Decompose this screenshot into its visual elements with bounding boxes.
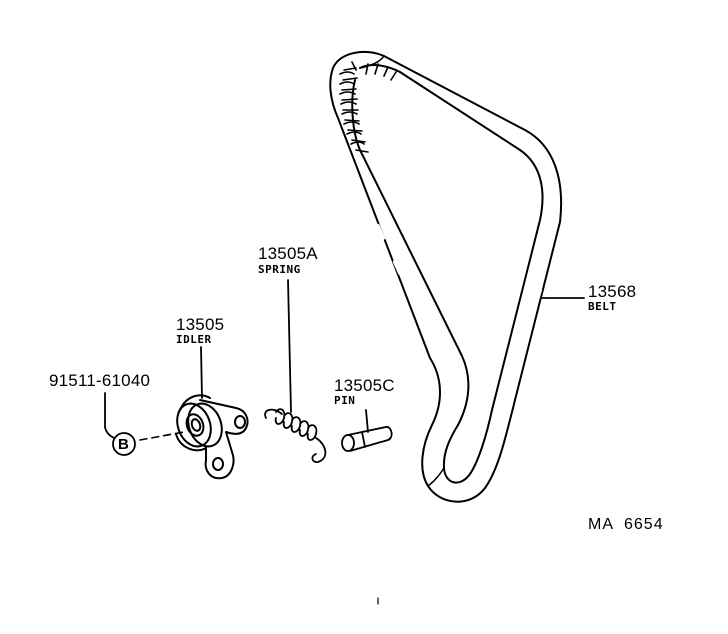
pin-part-name: PIN <box>334 394 356 407</box>
idler-part-name: IDLER <box>176 333 212 346</box>
belt-bend-line <box>427 467 445 487</box>
bolt-part-number: 91511-61040 <box>49 371 151 390</box>
pin-part <box>341 426 393 452</box>
belt-break-marks <box>376 115 542 354</box>
diagram-code: MA 6654 <box>588 516 664 533</box>
idler-bore <box>190 418 202 432</box>
spring-part-number: 13505A <box>258 244 318 263</box>
tension-spring <box>264 408 327 463</box>
idler-pulley <box>175 394 249 480</box>
idler-pulley-face <box>176 402 212 448</box>
bolt-dashed-line <box>139 431 185 441</box>
belt-part-name: BELT <box>588 300 617 313</box>
belt-teeth <box>339 61 397 153</box>
timing-belt <box>329 51 563 503</box>
idler-part-number: 13505 <box>176 315 225 334</box>
belt-part-number: 13568 <box>588 282 637 301</box>
pin-part-number: 13505C <box>334 376 395 395</box>
idler-bracket-hole-bottom <box>212 457 224 471</box>
belt-inner-edge <box>351 64 544 484</box>
spring-leader-line <box>287 279 292 413</box>
idler-bracket-hole-right <box>234 415 246 429</box>
belt-width-line <box>359 55 385 69</box>
idler-leader-line <box>200 346 203 399</box>
bolt-ref-circle <box>112 432 136 456</box>
belt-outer-edge <box>329 51 563 503</box>
idler-hub <box>185 413 205 437</box>
spring-part-name: SPRING <box>258 263 301 276</box>
bolt-ref-letter: B <box>118 436 129 453</box>
idler-bracket <box>199 399 249 480</box>
pin-leader-line <box>365 409 369 433</box>
bolt-leader-curve <box>104 426 115 439</box>
